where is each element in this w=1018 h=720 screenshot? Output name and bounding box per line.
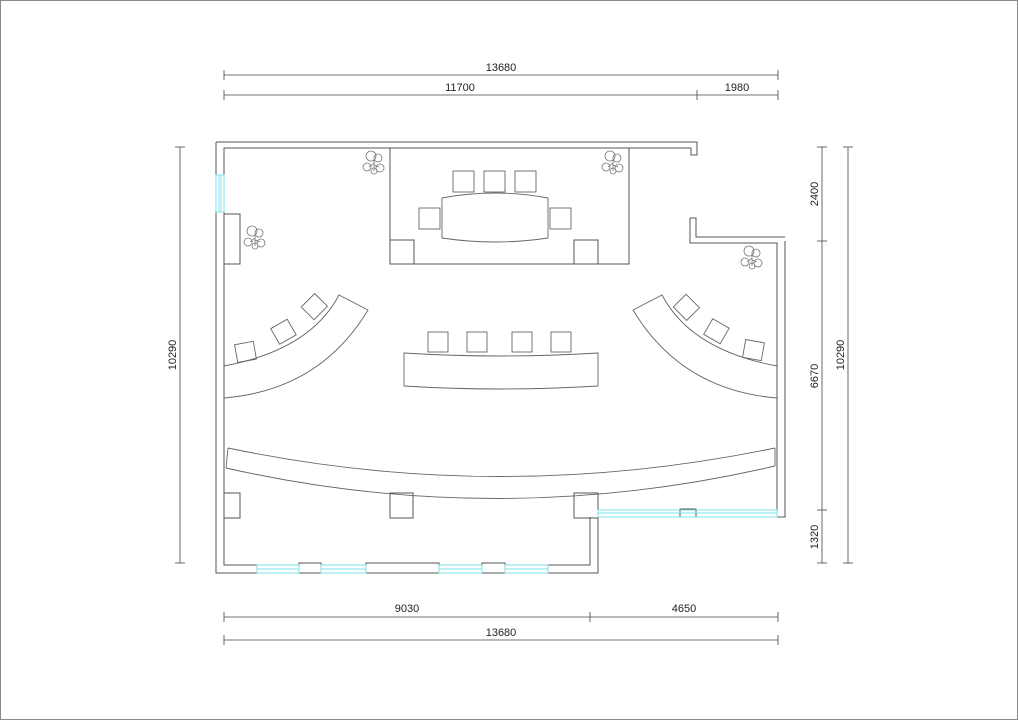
right-curved-desk: [632, 293, 778, 399]
dim-bottom-right: 4650: [672, 603, 696, 615]
dimension-left: 10290: [167, 146, 185, 564]
chair-icon: [452, 170, 475, 193]
dim-top-left: 11700: [445, 82, 475, 94]
chair-icon: [418, 207, 441, 230]
dimension-bottom: 9030 4650 13680: [223, 603, 779, 645]
chair-icon: [742, 339, 765, 362]
chair-icon: [427, 331, 449, 353]
dim-left-total: 10290: [167, 340, 179, 371]
plant-icon: [362, 150, 385, 175]
windows: [215, 174, 778, 574]
dim-right-bottom: 1320: [809, 525, 821, 549]
chair-icon: [672, 293, 701, 322]
curved-counter: [225, 447, 776, 499]
dim-right-middle: 6670: [809, 364, 821, 388]
chair-icon: [300, 292, 329, 321]
dimension-top: 13680 11700 1980: [223, 62, 779, 100]
plant-icon: [740, 245, 763, 270]
chair-icon: [483, 170, 506, 193]
center-desk: [403, 331, 599, 390]
dim-top-total: 13680: [486, 62, 517, 74]
chair-icon: [550, 331, 572, 353]
plant-icon: [601, 150, 624, 175]
dim-top-right: 1980: [725, 82, 749, 94]
chair-icon: [270, 318, 297, 345]
chair-icon: [703, 318, 730, 345]
plant-icon: [243, 225, 266, 250]
chair-icon: [466, 331, 488, 353]
conference-table: [441, 192, 549, 243]
chair-icon: [511, 331, 533, 353]
chair-icon: [549, 207, 572, 230]
dim-bottom-left: 9030: [395, 603, 419, 615]
dim-bottom-total: 13680: [486, 627, 517, 639]
dim-right-top: 2400: [809, 182, 821, 206]
chair-icon: [514, 170, 537, 193]
meeting-room: [389, 147, 630, 265]
dim-right-total: 10290: [835, 340, 847, 371]
left-curved-desk: [223, 292, 369, 399]
walls: [215, 141, 786, 574]
dimension-right: 2400 6670 1320 10290: [809, 146, 853, 564]
chair-icon: [234, 340, 257, 363]
